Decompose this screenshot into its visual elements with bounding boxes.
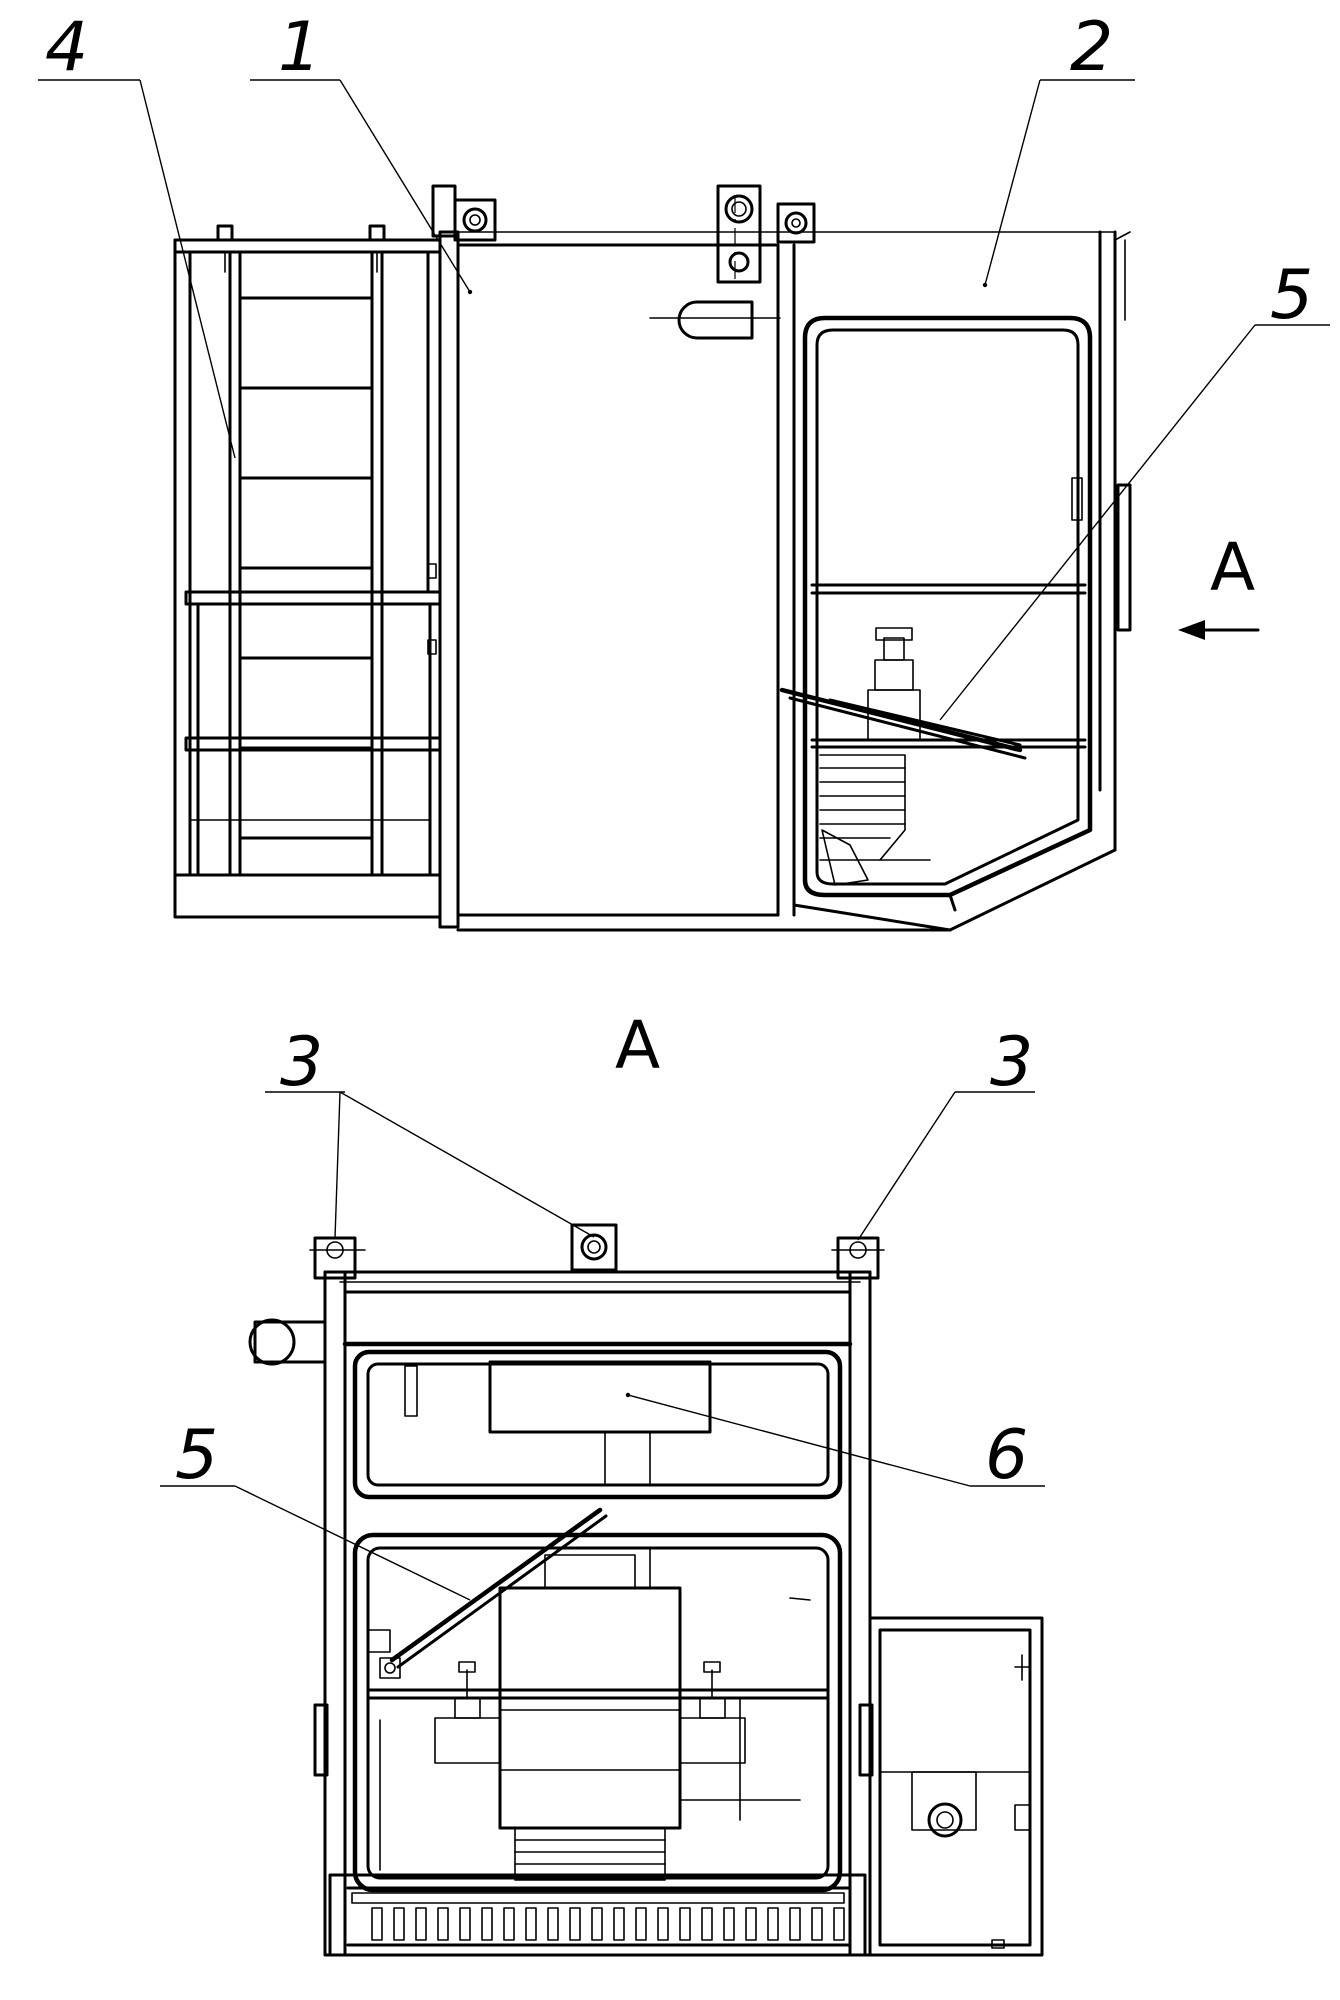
grating-bar	[723, 1907, 735, 1941]
grating-bar	[503, 1907, 515, 1941]
operator-cab	[456, 230, 1132, 932]
grating-bar	[745, 1907, 757, 1941]
callout-2: 2	[982, 8, 1135, 288]
step-grating	[328, 1873, 867, 1957]
callout-label-4: 4	[45, 8, 88, 87]
windscreen-wiper	[779, 687, 1027, 760]
callout-label-5-side: 5	[1270, 256, 1313, 335]
grating-bar	[833, 1907, 845, 1941]
callout-label-2: 2	[1070, 8, 1113, 87]
grating-bar	[525, 1907, 537, 1941]
callout-5-side: 5	[939, 256, 1330, 721]
callout-label-1: 1	[278, 8, 321, 87]
callout-label-5-front: 5	[175, 1416, 218, 1495]
grating-bar	[679, 1907, 691, 1941]
grating-bar	[371, 1907, 383, 1941]
side-view: A	[173, 184, 1260, 932]
grating-bar	[481, 1907, 493, 1941]
grating-bar	[789, 1907, 801, 1941]
grating-bar	[811, 1907, 823, 1941]
grating-bar	[569, 1907, 581, 1941]
grating-bar	[415, 1907, 427, 1941]
lifting-lug	[431, 184, 816, 284]
grating-bar	[547, 1907, 559, 1941]
callout-3-right: 3	[857, 1023, 1035, 1241]
access-ladder	[173, 224, 442, 919]
callout-6: 6	[625, 1392, 1045, 1495]
view-marker-label: A	[1210, 529, 1255, 606]
view-direction-arrow: A	[1178, 529, 1260, 640]
cabin-rear-panel	[427, 195, 1116, 929]
grating-bar	[591, 1907, 603, 1941]
grating-bar	[459, 1907, 471, 1941]
callout-3-left: 3	[265, 1023, 595, 1239]
callout-label-6: 6	[985, 1416, 1028, 1495]
view-title: A	[615, 1007, 660, 1084]
grating-bar	[767, 1907, 779, 1941]
grating-bar	[701, 1907, 713, 1941]
grating-bar	[393, 1907, 405, 1941]
callout-5-front: 5	[160, 1416, 471, 1601]
callout-4: 4	[38, 8, 236, 459]
grating-bar	[657, 1907, 669, 1941]
windscreen-wiper-front	[389, 1507, 608, 1669]
grating-bar	[635, 1907, 647, 1941]
callout-label-3-left: 3	[280, 1023, 323, 1102]
grating-bar	[613, 1907, 625, 1941]
callout-1: 1	[250, 8, 473, 295]
grating-bar	[437, 1907, 449, 1941]
callout-label-3-right: 3	[990, 1023, 1033, 1102]
front-view-a: A	[248, 1007, 1044, 1957]
